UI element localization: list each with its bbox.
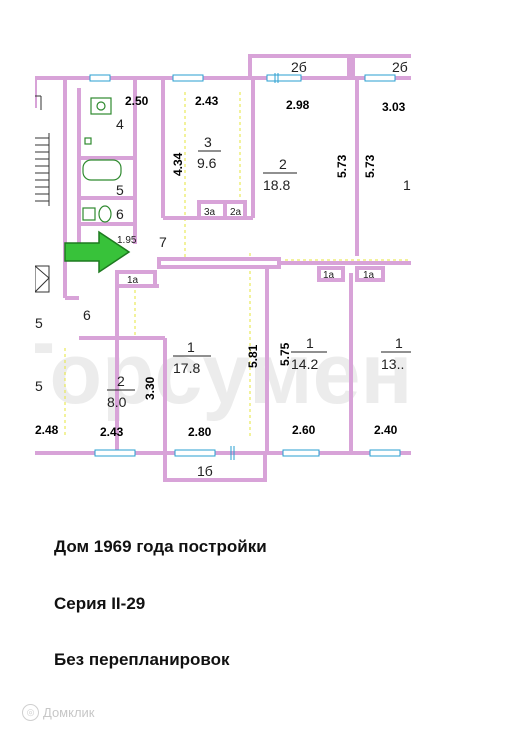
dim-top-3: 2.98 — [286, 98, 310, 112]
dim-bottom-1: 2.48 — [35, 423, 59, 437]
dim-vert-6: 3.30 — [143, 376, 157, 400]
dim-vert-5: 5.75 — [278, 342, 292, 366]
dim-bottom-2: 2.43 — [100, 425, 124, 439]
room-3-number: 3 — [204, 134, 212, 150]
room-7-number: 7 — [159, 234, 167, 250]
dim-bottom-4: 2.60 — [292, 423, 316, 437]
room-2-small: 2 8.0 — [107, 373, 135, 410]
room-4-number: 4 — [116, 116, 124, 132]
floor-plan-drawing: Горсумен — [35, 54, 411, 482]
room-1-middle: 1 14.2 — [291, 335, 327, 372]
room-1a-right-label: 1а — [363, 270, 375, 281]
room-1a-area: 17.8 — [173, 360, 200, 376]
room-2a-area: 18.8 — [263, 177, 290, 193]
bay-2b-right-label: 2б — [392, 59, 408, 75]
room-5-number: 5 — [116, 182, 124, 198]
footer-brand: ◎ Домклик — [22, 704, 95, 721]
room-1-right: 1 13.. — [381, 335, 411, 372]
room-1b-area: 14.2 — [291, 356, 318, 372]
dim-vert-1: 4.34 — [171, 152, 185, 176]
dim-top-2: 2.43 — [195, 94, 219, 108]
staircase — [35, 95, 50, 293]
corridor-width: 1.95 — [117, 235, 137, 246]
room-2-large: 2 18.8 — [263, 156, 297, 193]
entrance-arrow-icon — [64, 230, 131, 274]
room-1-left: 1 17.8 — [173, 339, 211, 376]
dim-top-1: 2.50 — [125, 94, 149, 108]
domclick-logo-icon: ◎ — [22, 704, 39, 721]
room-2b-number: 2 — [117, 373, 125, 389]
walls — [35, 54, 411, 482]
windows — [89, 73, 401, 460]
left-edge-label-b: 5 — [35, 378, 43, 394]
dashed-guides — [64, 92, 411, 438]
room-1a-mid-label: 1а — [323, 270, 335, 281]
room-1b-number: 1 — [306, 335, 314, 351]
caption-year: Дом 1969 года постройки — [54, 537, 267, 556]
room-1a-left-label: 1а — [127, 275, 139, 286]
dim-vert-3: 5.73 — [363, 154, 377, 178]
room-1c-number: 1 — [395, 335, 403, 351]
bay-2b-label: 2б — [291, 59, 307, 75]
dim-bottom-5: 2.40 — [374, 423, 398, 437]
room-6-number: 6 — [116, 206, 124, 222]
bay-1b-label: 1б — [197, 463, 213, 479]
left-edge-label-a: 5 — [35, 315, 43, 331]
dim-top-4: 3.03 — [382, 100, 406, 114]
watermark-text: Горсумен — [35, 326, 411, 422]
room-1a-number: 1 — [187, 339, 195, 355]
dim-bottom-3: 2.80 — [188, 425, 212, 439]
caption-layout: Без перепланировок — [54, 650, 230, 669]
dim-vert-4: 5.81 — [246, 344, 260, 368]
footer-brand-text: Домклик — [43, 705, 95, 720]
right-edge-room-number: 1 — [403, 177, 411, 193]
floor-plan: Горсумен — [35, 48, 411, 488]
room-3: 3 9.6 — [197, 134, 221, 171]
room-2a-number: 2 — [279, 156, 287, 172]
fixtures — [82, 97, 122, 223]
room-2b-area: 8.0 — [107, 394, 127, 410]
room-6b-number: 6 — [83, 307, 91, 323]
dim-vert-2: 5.73 — [335, 154, 349, 178]
room-3a-label: 3а — [204, 207, 216, 218]
room-1c-area: 13.. — [381, 356, 404, 372]
room-3-area: 9.6 — [197, 155, 217, 171]
room-2a-label: 2а — [230, 207, 242, 218]
caption-series: Серия II-29 — [54, 594, 146, 613]
